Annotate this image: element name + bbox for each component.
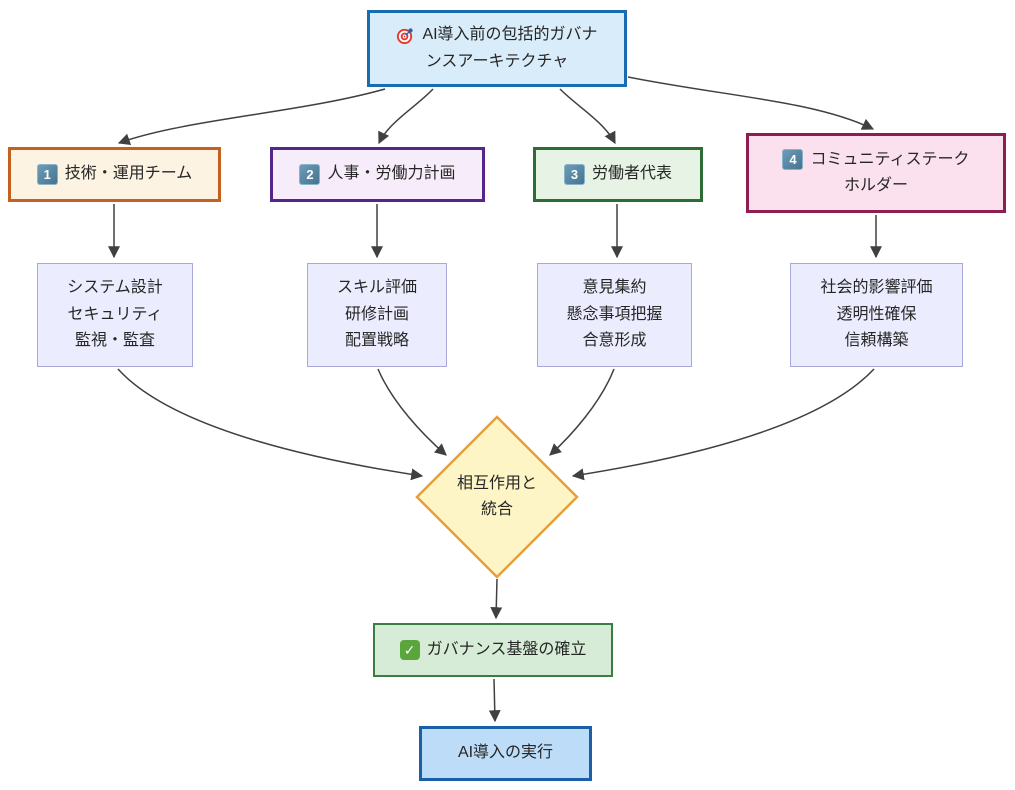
edge-outcome-to-execute <box>488 678 501 723</box>
detail-line: セキュリティ <box>67 305 163 323</box>
node-label: ガバナンス基盤の確立 <box>426 640 587 658</box>
node-interaction-integration: 相互作用と 統合 <box>427 458 567 536</box>
node-label: 労働者代表 <box>591 165 672 183</box>
interaction-diamond-shape <box>415 415 579 579</box>
edge-top-to-community <box>627 76 875 130</box>
node-community-stakeholders: 4 コミュニティステーク ホルダー <box>746 133 1006 213</box>
edge-detail-worker-to-diamond <box>549 368 615 456</box>
node-tech-operations-team: 1 技術・運用チーム <box>8 147 221 202</box>
node-label: AI導入前の包括的ガバナ <box>422 26 598 44</box>
edge-top-to-tech <box>117 88 386 146</box>
node-ai-implementation: AI導入の実行 <box>419 726 592 781</box>
node-tech-details: システム設計 セキュリティ 監視・監査 <box>37 263 193 367</box>
edge-detail-community-to-diamond <box>571 368 875 481</box>
detail-line: スキル評価 <box>336 279 417 297</box>
node-hr-workforce-planning: 2 人事・労働力計画 <box>270 147 485 202</box>
detail-line: 配置戦略 <box>344 332 409 350</box>
edge-top-to-hr <box>378 88 434 145</box>
detail-line: 意見集約 <box>582 279 647 297</box>
detail-line: 研修計画 <box>344 305 409 323</box>
edge-detail-hr-to-diamond <box>377 368 447 456</box>
detail-line: 監視・監査 <box>74 332 155 350</box>
edge-diamond-to-outcome <box>490 578 503 620</box>
detail-line: 社会的影響評価 <box>820 279 933 297</box>
node-hr-details: スキル評価 研修計画 配置戦略 <box>307 263 447 367</box>
detail-line: 懸念事項把握 <box>566 305 663 323</box>
edge-top-to-worker <box>559 88 616 145</box>
target-icon <box>396 26 415 45</box>
check-icon: ✓ <box>399 639 420 660</box>
node-worker-representatives: 3 労働者代表 <box>533 147 703 202</box>
node-label: ホルダー <box>843 177 908 194</box>
node-label: 技術・運用チーム <box>64 165 193 183</box>
node-label: 相互作用と <box>456 474 537 492</box>
node-label: ンスアーキテクチャ <box>425 52 569 70</box>
keycap-1-icon: 1 <box>36 163 58 185</box>
detail-line: 合意形成 <box>582 332 647 350</box>
node-label: コミュニティステーク <box>810 150 970 168</box>
node-worker-details: 意見集約 懸念事項把握 合意形成 <box>537 263 692 367</box>
node-label: 人事・労働力計画 <box>327 165 456 183</box>
detail-line: 信頼構築 <box>844 332 909 350</box>
node-label: AI導入の実行 <box>457 744 554 762</box>
node-label: 統合 <box>480 501 513 518</box>
detail-line: システム設計 <box>67 279 163 297</box>
keycap-3-icon: 3 <box>563 163 585 185</box>
detail-line: 透明性確保 <box>836 305 917 323</box>
edge-detail-tech-to-diamond <box>117 368 424 481</box>
node-governance-architecture: AI導入前の包括的ガバナ ンスアーキテクチャ <box>367 10 627 87</box>
node-governance-foundation: ✓ ガバナンス基盤の確立 <box>373 623 613 677</box>
node-community-details: 社会的影響評価 透明性確保 信頼構築 <box>790 263 963 367</box>
keycap-2-icon: 2 <box>299 163 321 185</box>
keycap-4-icon: 4 <box>782 149 804 171</box>
